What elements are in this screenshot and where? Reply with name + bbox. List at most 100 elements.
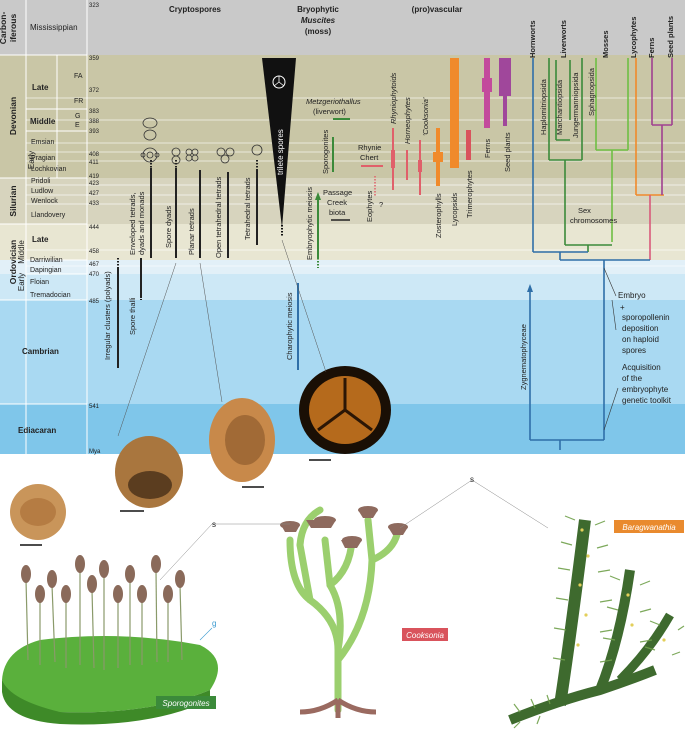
age-470: 470: [89, 272, 100, 278]
label-jungermanniopsida: Jungermanniopsida: [571, 72, 580, 138]
spore-micrographs: [10, 366, 391, 546]
trilete-wedge: [262, 58, 296, 228]
epoch-ediacaran: Ediacaran: [18, 426, 56, 435]
baragwanathia-illustration: Baragwanathia: [508, 515, 685, 729]
label-spore-dyads: Spore dyads: [164, 206, 173, 248]
stage-ludlow: Ludlow: [31, 188, 54, 195]
stage-wenlock: Wenlock: [31, 198, 58, 205]
note-plus: +: [620, 303, 625, 312]
stage-darriwilian: Darriwilian: [30, 257, 63, 264]
age-393: 393: [89, 129, 100, 135]
header-moss: (moss): [305, 27, 332, 36]
meiosis: Charophytic meiosis Embryophytic meiosis: [285, 187, 321, 370]
label-eophytes: Eophytes: [365, 190, 374, 222]
stage-floian: Floian: [30, 279, 49, 286]
band-carboniferous: [0, 0, 685, 55]
note-deposition: deposition: [622, 324, 658, 333]
band-devonian: [0, 55, 685, 178]
age-ticks: 323 359 372 383 388 393 408 411 419 423 …: [89, 3, 101, 455]
branch-mosses: [595, 58, 629, 242]
age-541: 541: [89, 404, 100, 410]
label-tetrahedral: Tetrahedral tetrads: [243, 177, 252, 240]
bryophyte-fossils: Metzgeriothallus (liverwort) Sporogonite…: [306, 97, 383, 222]
period-ordovician: Ordovician: [8, 240, 18, 284]
stage-lochkovian: Lochkovian: [31, 166, 67, 173]
period-labels: Carbon-iferous Devonian Silurian Ordovic…: [0, 12, 18, 285]
label-g: g: [212, 619, 216, 628]
header-liverworts: Liverworts: [559, 20, 568, 58]
trilete-spores: trilete spores: [262, 58, 296, 236]
range-lycopsids: [450, 58, 459, 168]
phylogeny-tree: [527, 58, 673, 450]
age-mya: Mya: [89, 449, 101, 455]
epoch-late: Late: [32, 83, 49, 92]
branch-ferns: [651, 58, 673, 195]
age-408: 408: [89, 152, 100, 158]
age-388: 388: [89, 119, 100, 125]
epoch-early: Early: [27, 151, 36, 169]
sporogonites-tag: [156, 696, 216, 709]
stage-llandovery: Llandovery: [31, 212, 66, 219]
label-zygnematophyceae: Zygnematophyceae: [519, 324, 528, 390]
range-ferns: [484, 58, 490, 128]
age-444: 444: [89, 225, 100, 231]
label-irregular: Irregular clusters (polyads): [103, 271, 112, 360]
label-enveloped: Enveloped tetrads,: [128, 192, 137, 255]
age-467: 467: [89, 262, 100, 268]
stage-e: E: [75, 122, 80, 129]
epoch-middle: Middle: [30, 117, 56, 126]
epoch-labels: Mississippian Late Middle Early Late Ear…: [17, 23, 78, 435]
label-horneophytes: Horneophytes: [403, 97, 412, 144]
label-lycopsids: Lycopsids: [450, 193, 459, 226]
header-cryptospores: Cryptospores: [169, 5, 222, 14]
note-embryo: Embryo: [618, 291, 646, 300]
provascular-ranges: [374, 58, 511, 196]
label-passage: Passage: [323, 188, 352, 197]
age-423: 423: [89, 181, 100, 187]
label-biota: biota: [329, 208, 346, 217]
range-trimerophytes: [466, 130, 471, 160]
stage-fa: FA: [74, 73, 83, 80]
header-muscites: Muscites: [301, 16, 336, 25]
cooksonia-tag: [402, 628, 448, 641]
age-458: 458: [89, 249, 100, 255]
label-zosterophylls: Zosterophylls: [434, 193, 443, 238]
header-hornworts: Hornworts: [528, 21, 537, 59]
label-rhyniophytoids: Rhyniophytoids: [389, 72, 398, 124]
note-leaders: [603, 267, 619, 431]
label-planar: Planar tetrads: [187, 208, 196, 255]
note-of-the: of the: [622, 374, 643, 383]
epoch-ord-middle: Middle: [17, 240, 26, 264]
label-cooksonia: 'Cooksonia': [421, 97, 430, 136]
age-433: 433: [89, 201, 100, 207]
label-rhynie: Rhynie: [358, 143, 381, 152]
label-s-1: s: [212, 520, 216, 529]
header-bryophytic: Bryophytic: [297, 5, 339, 14]
notes: Embryo + sporopollenin deposition on hap…: [618, 291, 672, 405]
epoch-ord-late: Late: [32, 235, 49, 244]
age-419: 419: [89, 174, 100, 180]
label-question: ?: [379, 200, 383, 209]
label-sex: Sex: [578, 206, 591, 215]
label-sphagnopsida: Sphagnopsida: [587, 67, 596, 116]
note-sporopollenin: sporopollenin: [622, 313, 670, 322]
epoch-cambrian: Cambrian: [22, 347, 59, 356]
header-lycophytes: Lycophytes: [629, 17, 638, 58]
age-lines: [26, 97, 685, 267]
cryptospore-labels: Enveloped tetrads, dyads and monads Spor…: [103, 176, 252, 360]
header-provascular: (pro)vascular: [412, 5, 463, 14]
label-seed-plants-range: Seed plants: [503, 132, 512, 172]
stage-fr: FR: [74, 98, 83, 105]
stage-g: G: [75, 113, 80, 120]
header-mosses: Mosses: [601, 30, 610, 58]
sporogonites-illustration: Sporogonites g: [2, 555, 218, 725]
band-middle-ordovician: [0, 260, 685, 274]
age-323: 323: [89, 3, 100, 9]
label-haplomitriopsida: Haplomitriopsida: [539, 78, 548, 135]
label-chromosomes: chromosomes: [570, 216, 617, 225]
stage-pragian: Pragian: [31, 155, 55, 162]
note-acquisition: Acquisition: [622, 363, 661, 372]
band-silurian: [0, 178, 685, 224]
clade-headers: Hornworts Liverworts Mosses Lycophytes F…: [528, 16, 675, 58]
